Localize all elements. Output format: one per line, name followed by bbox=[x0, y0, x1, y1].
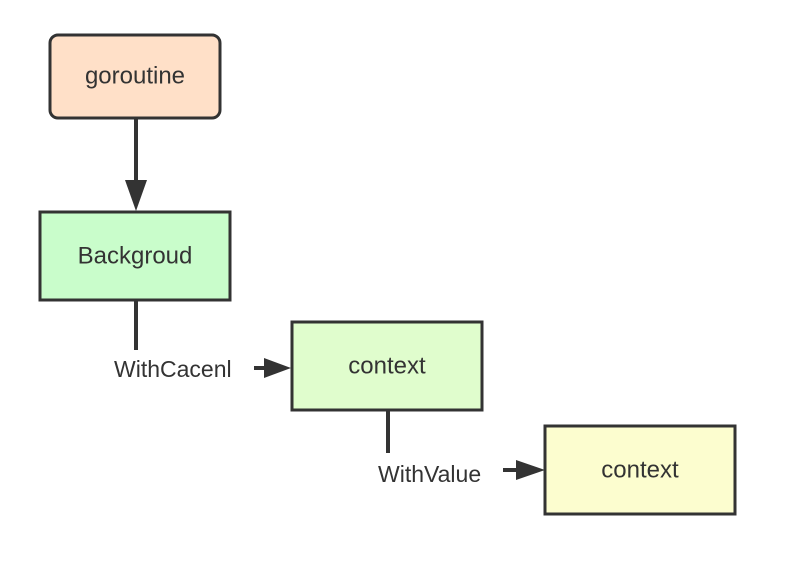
arrow-right-icon bbox=[516, 460, 545, 480]
edge-background-to-context: WithCacenl bbox=[114, 300, 291, 382]
node-label: context bbox=[601, 456, 679, 483]
node-label: goroutine bbox=[85, 62, 185, 89]
node-background: Backgroud bbox=[38, 210, 232, 302]
node-label: context bbox=[348, 352, 426, 379]
node-box bbox=[290, 320, 484, 412]
edge-label-with-cancel: WithCacenl bbox=[114, 356, 232, 382]
node-label: Backgroud bbox=[78, 242, 193, 269]
node-box bbox=[48, 33, 222, 120]
node-context-value: context bbox=[543, 424, 737, 516]
node-box bbox=[38, 210, 232, 302]
node-goroutine: goroutine bbox=[48, 33, 222, 120]
edge-goroutine-to-background bbox=[125, 118, 147, 211]
edge-context-to-context: WithValue bbox=[378, 410, 545, 487]
node-box bbox=[543, 424, 737, 516]
arrow-right-icon bbox=[264, 358, 291, 378]
arrow-down-icon bbox=[125, 180, 147, 211]
node-context-cancel: context bbox=[290, 320, 484, 412]
edge-label-with-value: WithValue bbox=[378, 461, 481, 487]
